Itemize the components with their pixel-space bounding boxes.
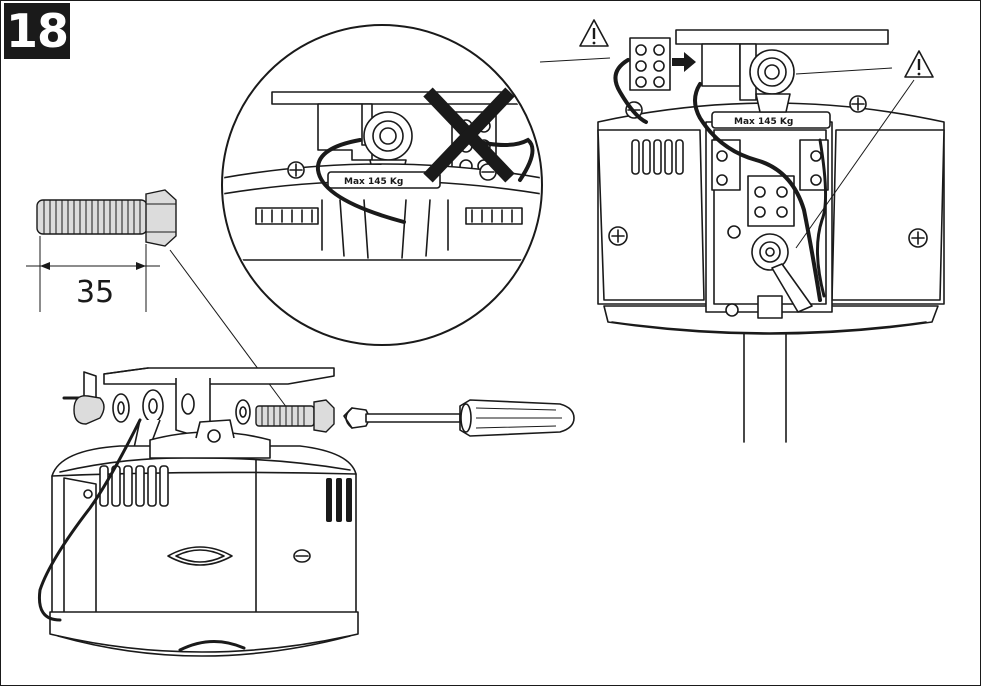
incorrect-x-icon — [423, 87, 515, 183]
leader-line — [169, 249, 291, 413]
terminal-block-top — [629, 37, 671, 91]
detail-correct-wiring: Max 145 Kg — [539, 29, 945, 443]
arrow-right-icon — [672, 52, 696, 72]
exploded-assembly — [37, 367, 575, 657]
max-load-label-right: Max 145 Kg — [734, 117, 793, 127]
dimension-label: 35 — [76, 275, 114, 310]
warning-icon — [579, 19, 609, 47]
screw-35mm — [36, 189, 177, 247]
screwdriver — [343, 399, 575, 437]
screw-thread — [43, 200, 141, 234]
step-number-badge: 18 — [4, 3, 70, 59]
dimension-line — [26, 236, 160, 312]
screw-hex-head — [145, 189, 177, 247]
warning-icon — [904, 50, 934, 78]
detail-circle-incorrect: Max 145 Kg — [221, 24, 543, 346]
max-load-label-detail: Max 145 Kg — [344, 177, 403, 187]
housing-vents — [99, 465, 352, 522]
